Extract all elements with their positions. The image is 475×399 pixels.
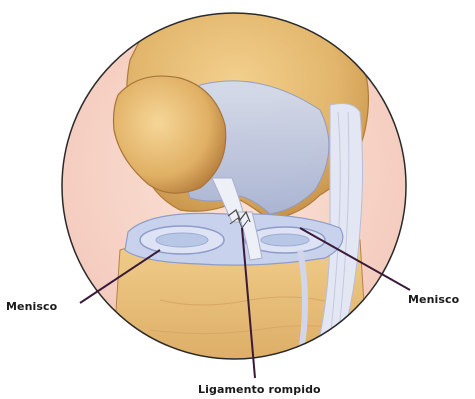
label-torn-ligament: Ligamento rompido	[198, 383, 321, 396]
label-meniscus-right: Menisco	[408, 293, 459, 306]
label-meniscus-left: Menisco	[6, 300, 57, 313]
magnified-view	[62, 9, 406, 399]
